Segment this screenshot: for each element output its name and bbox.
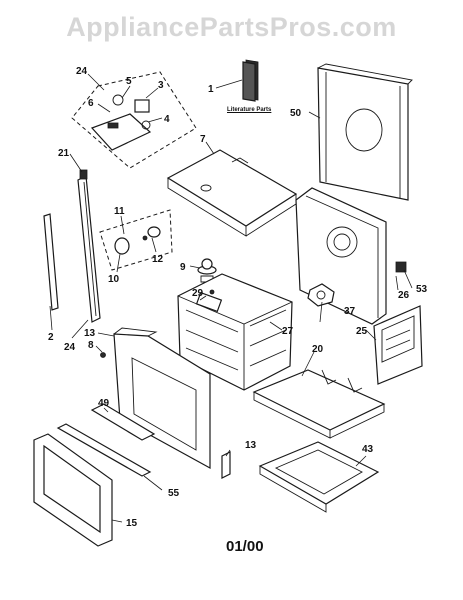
callout-9: 9 — [180, 262, 186, 273]
callout-2: 2 — [48, 332, 54, 343]
callout-20: 21 — [58, 148, 70, 159]
callout-27: 27 — [282, 326, 294, 337]
callout-24: 24 — [76, 66, 88, 77]
callout-11: 11 — [114, 206, 125, 217]
fastener-part — [209, 289, 215, 295]
callout-13: 13 — [245, 440, 257, 451]
watermark: AppliancePartsPros.com — [66, 12, 397, 42]
literature-label: Literature Parts — [227, 107, 272, 113]
callout-labels: 24 5 3 6 4 1 50 7 21 11 12 10 9 2 24 13 … — [48, 66, 428, 529]
side-bracket-part — [295, 187, 387, 325]
callout-15: 15 — [126, 518, 138, 529]
callout-14: 13 — [84, 328, 96, 339]
callout-3: 3 — [158, 80, 164, 91]
side-trim-part — [77, 169, 101, 323]
callout-5: 5 — [126, 76, 132, 87]
callout-6: 6 — [88, 98, 94, 109]
date-code: 01/00 — [226, 538, 264, 555]
callout-10: 10 — [108, 274, 120, 285]
callout-12: 12 — [152, 254, 164, 265]
side-strip-part — [43, 213, 59, 311]
callout-19: 20 — [312, 344, 324, 355]
callout-21: 24 — [64, 342, 76, 353]
door-gasket-part — [33, 433, 113, 547]
callout-49: 49 — [98, 398, 110, 409]
oven-cavity-part — [177, 273, 293, 391]
door-trim-part — [56, 423, 152, 477]
callout-7: 7 — [200, 134, 206, 145]
literature-part — [242, 59, 259, 102]
knob-assembly-group — [99, 209, 173, 271]
rear-panel-part — [317, 63, 413, 201]
callout-25: 25 — [356, 326, 368, 337]
control-panel-part — [373, 305, 423, 385]
screw-part — [100, 352, 106, 358]
bottom-tray-part — [258, 441, 380, 513]
gasket-part — [307, 283, 335, 307]
callout-55: 55 — [168, 488, 180, 499]
callout-37: 37 — [344, 306, 356, 317]
vent-bar-part — [90, 403, 156, 441]
callout-53: 53 — [416, 284, 428, 295]
oven-light-part — [197, 258, 217, 283]
callout-8: 8 — [88, 340, 94, 351]
rack-part — [252, 369, 386, 439]
callout-26: 26 — [398, 290, 410, 301]
top-panel-part — [166, 149, 298, 237]
callout-1: 1 — [208, 84, 214, 95]
callout-43: 43 — [362, 444, 374, 455]
callout-29: 29 — [192, 288, 204, 299]
control-assembly-group — [71, 71, 197, 169]
leader-lines — [49, 73, 413, 523]
callout-50: 50 — [290, 108, 302, 119]
clip-part — [395, 261, 407, 273]
callout-4: 4 — [164, 114, 170, 125]
